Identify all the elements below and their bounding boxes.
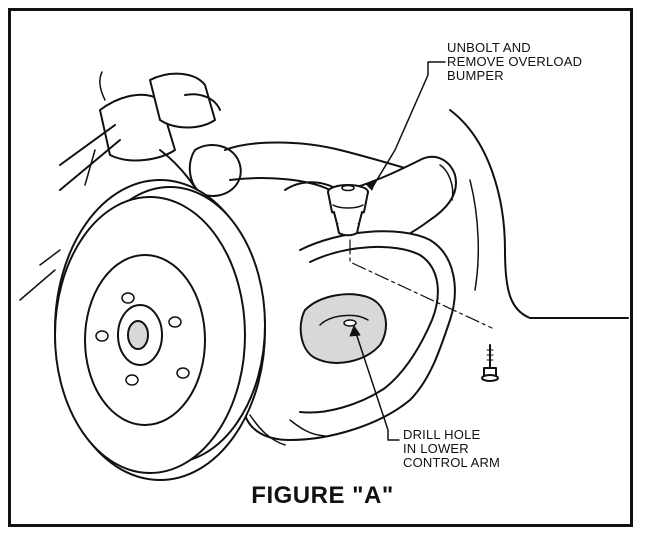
leader-top	[371, 61, 446, 189]
overload-bumper	[327, 184, 369, 237]
callout-drill-hole: DRILL HOLE IN LOWER CONTROL ARM	[403, 427, 501, 470]
fender-edge	[449, 109, 629, 319]
callout-unbolt-bumper: UNBOLT AND REMOVE OVERLOAD BUMPER	[447, 40, 583, 83]
lower-control-arm	[244, 230, 456, 446]
fender-inner	[469, 179, 479, 291]
figure-caption: FIGURE "A"	[251, 482, 394, 509]
drill-point	[343, 319, 357, 327]
alignment-line	[349, 239, 493, 329]
brake-rotor	[19, 179, 266, 481]
lug-studs	[95, 292, 190, 386]
leader-bottom	[354, 329, 400, 441]
bolt-fastener	[481, 344, 499, 382]
strut-assembly	[59, 71, 431, 216]
